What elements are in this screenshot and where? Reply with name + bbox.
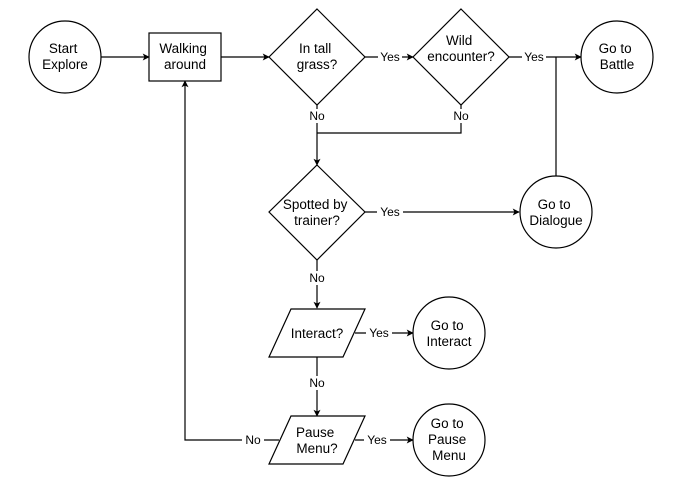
label-grass-no-text: No <box>309 109 325 123</box>
node-text-line: Start <box>49 41 78 56</box>
node-text-line: Wild <box>446 33 472 48</box>
svg-text:Walking around: Walking around <box>159 41 210 72</box>
label-pause-yes: Yes <box>364 433 390 447</box>
node-pause-menu-question: Pause Menu? <box>268 415 366 465</box>
node-text-line: Dialogue <box>529 213 582 228</box>
node-text-line: Interact? <box>291 326 344 341</box>
node-text-line: grass? <box>297 57 338 72</box>
label-wild-yes: Yes <box>522 50 546 64</box>
node-text-line: encounter? <box>427 49 495 64</box>
node-walking-around: Walking around <box>148 32 222 82</box>
label-interact-no-text: No <box>309 376 325 390</box>
label-grass-no: No <box>307 109 327 123</box>
node-text-line: Explore <box>42 57 88 72</box>
node-go-to-dialogue: Go to Dialogue <box>519 175 593 249</box>
label-spotted-yes: Yes <box>377 205 403 219</box>
svg-text:Wild encounter?: Wild encounter? <box>427 33 495 64</box>
label-spotted-no-text: No <box>309 271 325 285</box>
node-text-line: Battle <box>600 57 635 72</box>
node-go-to-pause-menu: Go to Pause Menu <box>412 403 486 477</box>
node-start-explore: Start Explore <box>28 20 102 94</box>
node-text-line: Go to <box>431 318 464 333</box>
label-wild-no: No <box>451 109 471 123</box>
svg-text:Go to Pause Me: Go to Pause Menu <box>428 416 470 463</box>
node-text-line: Go to <box>599 41 632 56</box>
edge-wild-no <box>317 105 462 134</box>
node-text-line: around <box>164 57 206 72</box>
svg-text:Spotted by trainer?: Spotted by trainer? <box>283 197 351 228</box>
node-text-line: Walking <box>159 41 207 56</box>
label-interact-yes-text: Yes <box>369 326 389 340</box>
node-text-line: Pause <box>428 432 466 447</box>
label-grass-yes-text: Yes <box>380 50 400 64</box>
label-grass-yes: Yes <box>378 50 402 64</box>
svg-text:In tall grass?: In tall grass? <box>297 41 338 72</box>
node-wild-encounter: Wild encounter? <box>412 8 510 106</box>
label-pause-yes-text: Yes <box>367 433 387 447</box>
node-text-line: Pause <box>296 425 334 440</box>
node-in-tall-grass: In tall grass? <box>268 8 366 106</box>
node-text-line: Go to <box>538 197 571 212</box>
label-interact-yes: Yes <box>366 326 392 340</box>
label-interact-no: No <box>307 376 327 390</box>
node-spotted-by-trainer: Spotted by trainer? <box>268 164 366 261</box>
node-go-to-battle: Go to Battle <box>580 20 654 94</box>
label-wild-no-text: No <box>453 109 469 123</box>
edge-pause-no <box>181 80 279 441</box>
svg-text:Go to Interact: Go to Interact <box>426 318 471 349</box>
edges <box>101 53 582 444</box>
node-text-line: trainer? <box>294 213 340 228</box>
svg-text:Go to Dialogue: Go to Dialogue <box>529 197 582 228</box>
node-go-to-interact: Go to Interact <box>412 296 486 370</box>
label-wild-yes-text: Yes <box>524 50 544 64</box>
label-spotted-no: No <box>307 271 327 285</box>
node-text-line: Menu <box>432 448 466 463</box>
svg-text:Interact?: Interact? <box>291 326 344 341</box>
node-text-line: In tall <box>299 41 331 56</box>
svg-text:Start Explore: Start Explore <box>42 41 88 72</box>
node-text-line: Go to <box>431 416 464 431</box>
node-text-line: Menu? <box>296 441 337 456</box>
node-text-line: Interact <box>426 334 471 349</box>
label-spotted-yes-text: Yes <box>380 205 400 219</box>
nodes: Start Explore Walking around In tall gra… <box>28 8 654 477</box>
node-text-line: Spotted by <box>283 197 348 212</box>
label-pause-no: No <box>242 433 264 447</box>
node-interact-question: Interact? <box>268 308 366 358</box>
svg-text:Pause Menu?: Pause Menu? <box>296 425 338 456</box>
label-pause-no-text: No <box>245 433 261 447</box>
edge-labels: Yes Yes No No Yes No Yes No <box>242 50 546 447</box>
svg-text:Go to Battle: Go to Battle <box>599 41 636 72</box>
